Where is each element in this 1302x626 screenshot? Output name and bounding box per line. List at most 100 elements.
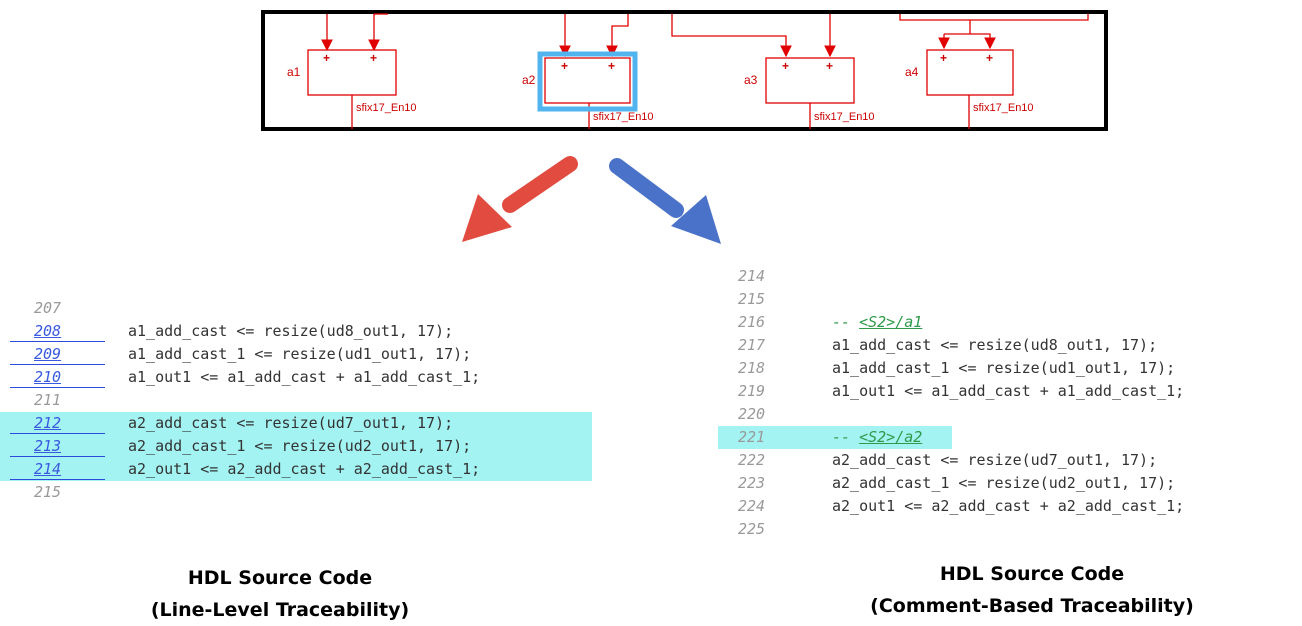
code-line: 217 a1_add_cast <= resize(ud8_out1, 17); (716, 334, 1302, 357)
comment-prefix: -- (832, 428, 860, 446)
block-a4-label: a4 (905, 65, 919, 79)
code-text: a1_add_cast <= resize(ud8_out1, 17); (832, 336, 1158, 354)
block-a2-type-label: sfix17_En10 (593, 111, 654, 123)
model-link[interactable]: <S2>/a2 (859, 428, 923, 446)
comment-prefix: -- (832, 313, 860, 331)
line-number-link[interactable]: 213 (34, 437, 62, 455)
code-text: a2_add_cast_1 <= resize(ud2_out1, 17); (128, 437, 472, 455)
block-a2-plus-1: + (561, 59, 568, 73)
line-number-underline (10, 364, 105, 365)
line-number-underline (10, 341, 105, 342)
code-text: a2_out1 <= a2_add_cast + a2_add_cast_1; (832, 497, 1185, 515)
line-number: 223 (738, 474, 766, 492)
code-text: a1_out1 <= a1_add_cast + a1_add_cast_1; (128, 368, 481, 386)
code-text: a1_add_cast_1 <= resize(ud1_out1, 17); (832, 359, 1176, 377)
line-number: 215 (34, 483, 62, 501)
line-number: 225 (738, 520, 766, 538)
code-line: 213 a2_add_cast_1 <= resize(ud2_out1, 17)… (0, 435, 592, 458)
block-a1-plus-2: + (370, 51, 377, 65)
block-a1-type-label: sfix17_En10 (356, 102, 417, 114)
caption-line-level-subtitle: (Line-Level Traceability) (150, 599, 410, 621)
block-a2-label: a2 (522, 73, 536, 87)
model-link[interactable]: <S2>/a1 (859, 313, 923, 331)
line-number: 220 (738, 405, 766, 423)
line-number-underline (10, 387, 105, 388)
block-a4-type-label: sfix17_En10 (973, 102, 1034, 114)
block-a1-label: a1 (287, 65, 301, 79)
code-line: 207 (0, 297, 600, 320)
code-line: 222 a2_add_cast <= resize(ud7_out1, 17); (716, 449, 1302, 472)
line-number-link[interactable]: 208 (34, 322, 62, 340)
code-text: a2_add_cast <= resize(ud7_out1, 17); (128, 414, 454, 432)
block-a3-type-label: sfix17_En10 (814, 111, 875, 123)
line-number-link[interactable]: 210 (34, 368, 62, 386)
code-line: 216 -- <S2>/a1 (716, 311, 1302, 334)
line-number-link[interactable]: 214 (34, 460, 62, 478)
code-text: a1_add_cast <= resize(ud8_out1, 17); (128, 322, 454, 340)
block-a3[interactable]: + + a3 sfix17_En10 (744, 57, 875, 123)
line-number-link[interactable]: 209 (34, 345, 62, 363)
code-line: 220 (716, 403, 1302, 426)
line-number: 214 (738, 267, 766, 285)
code-line: 211 (0, 389, 600, 412)
code-line: 215 (716, 288, 1302, 311)
block-a3-label: a3 (744, 73, 758, 87)
code-line: 210 a1_out1 <= a1_add_cast + a1_add_cast_… (0, 366, 600, 389)
block-a4-plus-1: + (940, 51, 947, 65)
code-text: a1_out1 <= a1_add_cast + a1_add_cast_1; (832, 382, 1185, 400)
line-number-underline (10, 456, 105, 457)
code-line: 208 a1_add_cast <= resize(ud8_out1, 17); (0, 320, 600, 343)
caption-line-level: HDL Source Code (Line-Level Traceability… (50, 562, 510, 626)
caption-comment-based-title: HDL Source Code (939, 563, 1125, 585)
traceability-comment: -- <S2>/a2 (832, 426, 922, 449)
block-a1[interactable]: + + a1 sfix17_En10 (287, 49, 417, 114)
block-a2-plus-2: + (608, 59, 615, 73)
code-text: a1_add_cast_1 <= resize(ud1_out1, 17); (128, 345, 472, 363)
left-code-panel: 207 208 a1_add_cast <= resize(ud8_out1, 17… (0, 297, 600, 509)
code-text: a2_add_cast <= resize(ud7_out1, 17); (832, 451, 1158, 469)
caption-line-level-title: HDL Source Code (187, 567, 373, 589)
block-a4[interactable]: + + a4 sfix17_En10 (905, 49, 1034, 114)
block-a2[interactable]: + + a2 sfix17_En10 (522, 57, 654, 123)
code-line: 221 -- <S2>/a2 (716, 426, 1302, 449)
line-number: 216 (738, 313, 766, 331)
code-line: 214 (716, 265, 1302, 288)
code-line: 219 a1_out1 <= a1_add_cast + a1_add_cast_… (716, 380, 1302, 403)
line-number: 224 (738, 497, 766, 515)
code-line: 209 a1_add_cast_1 <= resize(ud1_out1, 17)… (0, 343, 600, 366)
code-text: a2_add_cast_1 <= resize(ud2_out1, 17); (832, 474, 1176, 492)
line-number: 221 (738, 428, 766, 446)
line-number: 207 (34, 299, 62, 317)
code-line: 214 a2_out1 <= a2_add_cast + a2_add_cast_… (0, 458, 592, 481)
line-number-link[interactable]: 212 (34, 414, 62, 432)
code-line: 225 (716, 518, 1302, 541)
line-number: 215 (738, 290, 766, 308)
block-a3-plus-2: + (826, 59, 833, 73)
block-a3-plus-1: + (782, 59, 789, 73)
signal-lines (321, 13, 1089, 129)
line-number-underline (10, 433, 105, 434)
right-code-panel: 214 215 216 -- <S2>/a1 217 a1_add_cast <= res… (716, 265, 1302, 545)
block-a2-selection (537, 51, 638, 112)
code-line: 212 a2_add_cast <= resize(ud7_out1, 17); (0, 412, 592, 435)
code-text: a2_out1 <= a2_add_cast + a2_add_cast_1; (128, 460, 481, 478)
line-number: 218 (738, 359, 766, 377)
code-line: 215 (0, 481, 600, 504)
line-number: 219 (738, 382, 766, 400)
block-a1-plus-1: + (323, 51, 330, 65)
arrow-to-comment-based (609, 158, 721, 244)
code-line: 224 a2_out1 <= a2_add_cast + a2_add_cast_… (716, 495, 1302, 518)
caption-comment-based-subtitle: (Comment-Based Traceability) (870, 595, 1194, 617)
line-number-underline (10, 479, 105, 480)
line-number: 211 (34, 391, 62, 409)
simulink-diagram: + + a1 sfix17_En10 + + a2 sfix17_En10 + … (261, 10, 1108, 244)
line-number: 222 (738, 451, 766, 469)
traceability-comment: -- <S2>/a1 (832, 311, 922, 334)
block-a4-plus-2: + (986, 51, 993, 65)
line-highlight (718, 426, 952, 449)
code-line: 218 a1_add_cast_1 <= resize(ud1_out1, 17)… (716, 357, 1302, 380)
line-number: 217 (738, 336, 766, 354)
code-line: 223 a2_add_cast_1 <= resize(ud2_out1, 17)… (716, 472, 1302, 495)
caption-comment-based: HDL Source Code (Comment-Based Traceabil… (802, 558, 1262, 622)
arrow-to-line-level (462, 156, 578, 242)
